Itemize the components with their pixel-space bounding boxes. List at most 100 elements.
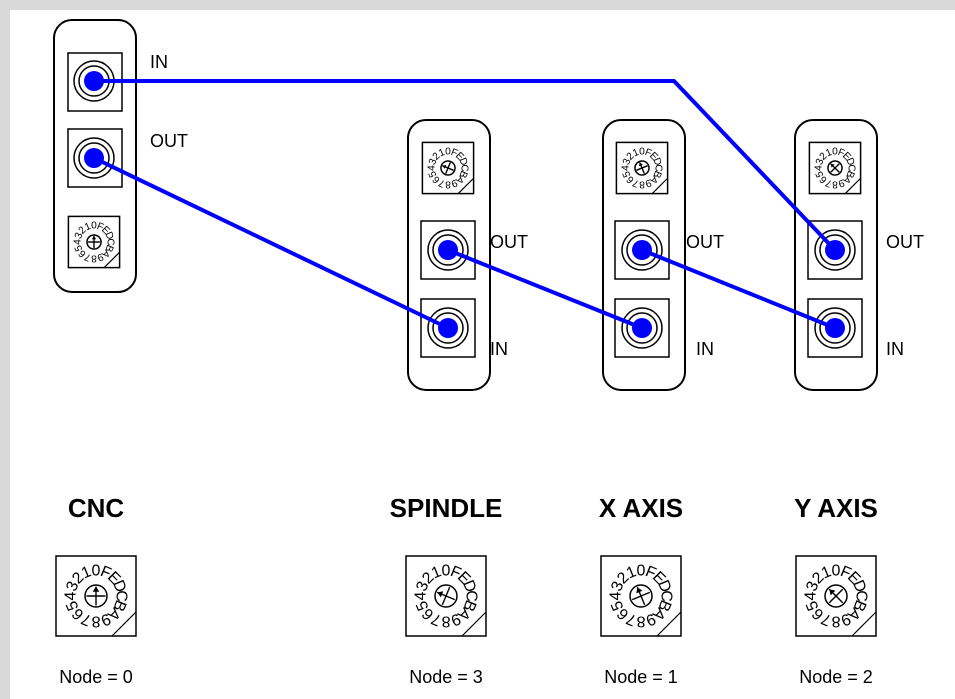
y-axis-small-digit-0: 0 — [832, 147, 838, 158]
x-axis-small-digit-9: 9 — [643, 177, 653, 189]
x-axis-small-digit-C: C — [653, 164, 664, 171]
x-axis-small-digit-0: 0 — [639, 147, 645, 158]
cnc-out-label: OUT — [150, 131, 188, 151]
x-axis-in-plug — [632, 318, 652, 338]
cnc-digit-C: C — [113, 590, 130, 602]
cnc-digit-4: 4 — [63, 591, 80, 600]
x-axis-digit-C: C — [658, 590, 675, 602]
y-axis-small-digit-8: 8 — [832, 179, 838, 190]
x-axis-digit-4: 4 — [608, 591, 625, 600]
spindle-small-digit-B: B — [456, 169, 469, 180]
cnc-digit-0: 0 — [92, 563, 101, 580]
y-axis-small-digit-F: F — [836, 147, 846, 160]
cnc-node-value: Node = 0 — [59, 667, 133, 687]
cnc-title: CNC — [68, 493, 125, 523]
y-axis-digit-4: 4 — [803, 591, 820, 600]
node-legend: CNC SPINDLE X AXIS Y AXIS 0123456789ABCD… — [55, 493, 878, 687]
cable-cnc-in-to-y-axis-out — [94, 79, 837, 252]
cnc-out-plug — [84, 148, 104, 168]
cnc-small-digit-C: C — [105, 238, 116, 245]
x-axis-node-value: Node = 1 — [604, 667, 678, 687]
y-axis-small-digit-4: 4 — [814, 165, 825, 171]
x-axis-small-digit-8: 8 — [639, 179, 645, 190]
cnc-small-digit-1: 1 — [83, 221, 93, 233]
spindle-node-value: Node = 3 — [409, 667, 483, 687]
spindle-small-digit-9: 9 — [449, 177, 459, 189]
x-axis-small-digit-B: B — [650, 169, 663, 180]
cnc-small-digit-D: D — [102, 230, 115, 241]
x-axis-title: X AXIS — [599, 493, 683, 523]
spindle-out-label: OUT — [490, 232, 528, 252]
y-axis-small-digit-7: 7 — [824, 176, 834, 188]
y-axis-in-plug — [825, 318, 845, 338]
spindle-digit-C: C — [463, 590, 480, 602]
y-axis-node-value: Node = 2 — [799, 667, 873, 687]
cable-x-axis-out-to-y-axis-in — [641, 248, 836, 330]
spindle-in-plug — [438, 318, 458, 338]
spindle-small-digit-1: 1 — [437, 147, 447, 159]
cnc-small-digit-9: 9 — [95, 251, 105, 263]
x-axis-digit-0: 0 — [637, 563, 646, 580]
x-axis-digit-8: 8 — [636, 613, 645, 630]
spindle-title: SPINDLE — [390, 493, 503, 523]
spindle-small-digit-D: D — [456, 156, 469, 167]
x-axis-small-digit-7: 7 — [631, 176, 641, 188]
x-axis-out-plug — [632, 240, 652, 260]
y-axis-title: Y AXIS — [794, 493, 878, 523]
cnc-digit-8: 8 — [91, 613, 100, 630]
x-axis-small-digit-1: 1 — [631, 147, 641, 159]
y-axis-small-digit-D: D — [843, 156, 856, 167]
y-axis-small-digit-3: 3 — [814, 157, 826, 167]
x-axis-in-label: IN — [696, 339, 714, 359]
spindle-small-digit-4: 4 — [427, 165, 438, 171]
y-axis-digit-0: 0 — [832, 563, 841, 580]
spindle-small-digit-7: 7 — [437, 176, 447, 188]
cnc-in-label: IN — [150, 52, 168, 72]
y-axis-small-digit-5: 5 — [814, 169, 826, 179]
cnc-small-digit-8: 8 — [91, 253, 97, 264]
cnc-small-digit-3: 3 — [73, 231, 85, 241]
x-axis-out-label: OUT — [686, 232, 724, 252]
y-axis-digit-C: C — [853, 590, 870, 602]
x-axis-small-digit-4: 4 — [621, 165, 632, 171]
cnc-small-digit-4: 4 — [73, 239, 84, 245]
spindle-digit-0: 0 — [442, 563, 451, 580]
spindle-small-digit-5: 5 — [427, 169, 439, 179]
cable-spindle-out-to-x-axis-in — [447, 248, 643, 330]
spindle-small-digit-8: 8 — [445, 179, 451, 190]
spindle-digit-8: 8 — [441, 613, 450, 630]
cable-cnc-out-to-spindle-in — [93, 156, 449, 330]
spindle-small-digit-3: 3 — [427, 157, 439, 167]
y-axis-digit-8: 8 — [831, 613, 840, 630]
cnc-small-digit-0: 0 — [91, 221, 97, 232]
spindle-small-digit-0: 0 — [445, 147, 451, 158]
spindle-digit-4: 4 — [413, 591, 430, 600]
y-axis-in-label: IN — [886, 339, 904, 359]
cnc-small-digit-F: F — [95, 221, 105, 234]
cnc-in-plug — [84, 71, 104, 91]
y-axis-out-label: OUT — [886, 232, 924, 252]
y-axis-small-digit-C: C — [846, 164, 857, 171]
y-axis-small-digit-B: B — [843, 169, 856, 180]
cables — [84, 71, 845, 338]
x-axis-small-digit-D: D — [650, 156, 663, 167]
x-axis-small-digit-5: 5 — [621, 169, 633, 179]
spindle-small-digit-C: C — [459, 164, 470, 171]
spindle-small-digit-F: F — [449, 147, 459, 160]
y-axis-small-digit-1: 1 — [824, 147, 834, 159]
cnc-small-digit-7: 7 — [83, 250, 93, 262]
